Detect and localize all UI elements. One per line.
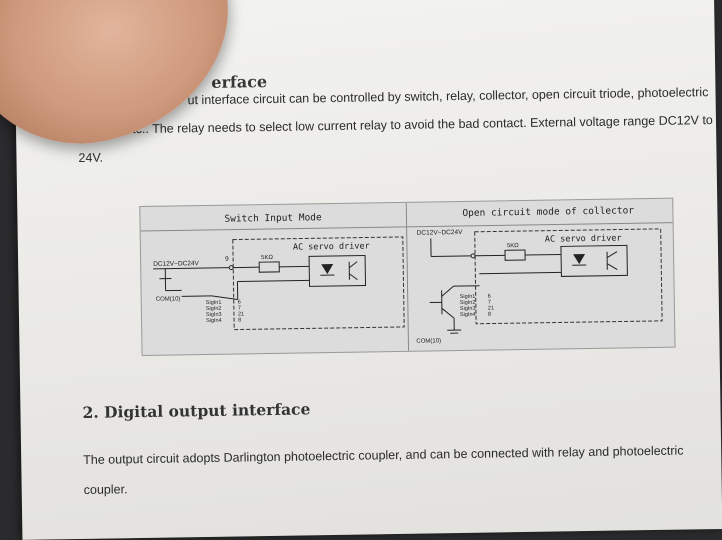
right-resistor-label: 5KΩ	[507, 243, 519, 249]
left-supply-label: DC12V~DC24V	[153, 260, 199, 268]
paragraph-line: The output circuit adopts Darlington pho…	[83, 444, 684, 467]
section-heading-output: 2. Digital output interface	[82, 399, 310, 422]
section-heading-input: erface	[211, 72, 267, 92]
thumbnail-nail	[63, 0, 176, 11]
right-panel-title: Open circuit mode of collector	[462, 205, 634, 219]
left-resistor	[259, 262, 279, 272]
paragraph-line: coupler.	[84, 482, 128, 497]
circuit-diagram: Switch Input Mode Open circuit mode of c…	[140, 199, 674, 355]
right-pin-4: 8	[488, 312, 491, 318]
paragraph-line: 24V.	[78, 151, 103, 165]
left-pin-4: 8	[238, 317, 241, 323]
right-com-label: COM(10)	[416, 338, 441, 344]
left-resistor-label: 5KΩ	[261, 255, 273, 261]
paragraph-line: coupler, etc.. The relay needs to select…	[78, 113, 713, 137]
left-optocoupler	[309, 256, 365, 287]
left-panel-title: Switch Input Mode	[224, 212, 322, 225]
left-signal-4: SigIn4	[206, 318, 222, 324]
right-optocoupler	[561, 245, 627, 276]
right-driver-label: AC servo driver	[545, 233, 622, 244]
right-supply-label: DC12V~DC24V	[417, 229, 463, 237]
left-com-label: COM(10)	[156, 296, 181, 302]
left-driver-label: AC servo driver	[293, 241, 370, 252]
right-resistor	[505, 250, 525, 260]
right-signal-4: SigIn4	[460, 312, 476, 318]
circuit-diagram-figure: Switch Input Mode Open circuit mode of c…	[139, 198, 675, 356]
left-pin-9-label: 9	[225, 256, 229, 263]
